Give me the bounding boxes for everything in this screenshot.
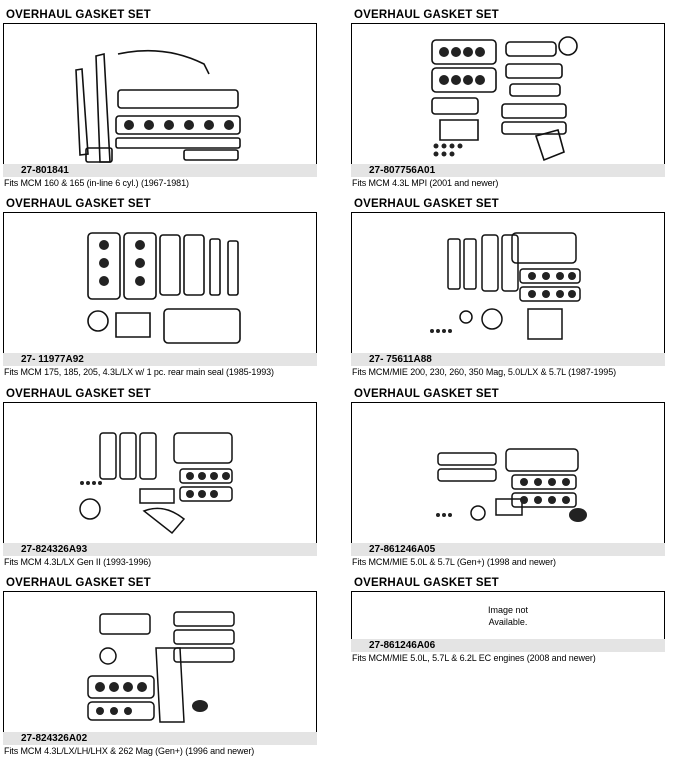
fitment-text: Fits MCM/MIE 5.0L, 5.7L & 6.2L EC engine… <box>352 653 596 663</box>
product-card: OVERHAUL GASKET SET 27-801841 Fits MCM 1… <box>3 7 317 190</box>
fitment-text: Fits MCM 4.3L/LX/LH/LHX & 262 Mag (Gen+)… <box>4 746 255 756</box>
part-number[interactable]: 27-824326A93 <box>3 543 317 556</box>
product-card: OVERHAUL GASKET SET Image not Available.… <box>351 575 665 665</box>
part-number[interactable]: 27-801841 <box>3 164 317 177</box>
part-number[interactable]: 27- 75611A88 <box>351 353 665 366</box>
image-placeholder-text: Image not Available. <box>487 605 529 627</box>
product-card: OVERHAUL GASKET SET 27- 11977A92 Fits MC… <box>3 196 317 379</box>
product-title: OVERHAUL GASKET SET <box>354 198 499 210</box>
gasket-set-image <box>430 232 581 340</box>
product-image-frame[interactable] <box>351 212 665 353</box>
fitment-text: Fits MCM 175, 185, 205, 4.3L/LX w/ 1 pc.… <box>4 367 274 377</box>
product-image-frame[interactable] <box>351 402 665 543</box>
product-title: OVERHAUL GASKET SET <box>6 198 151 210</box>
product-image-frame: Image not Available. <box>351 591 665 639</box>
gasket-set-image <box>79 432 233 535</box>
product-image-frame[interactable] <box>351 23 665 164</box>
part-number[interactable]: 27-824326A02 <box>3 732 317 745</box>
gasket-set-image <box>87 611 235 723</box>
product-card: OVERHAUL GASKET SET 27-824326A93 Fits MC… <box>3 386 317 569</box>
fitment-text: Fits MCM 4.3L MPI (2001 and newer) <box>352 178 499 188</box>
product-image-frame[interactable] <box>3 402 317 543</box>
product-card: OVERHAUL GASKET SET 27-824326A02 Fits MC… <box>3 575 317 758</box>
fitment-text: Fits MCM/MIE 200, 230, 260, 350 Mag, 5.0… <box>352 367 617 377</box>
product-card: OVERHAUL GASKET SET <box>351 7 665 190</box>
product-title: OVERHAUL GASKET SET <box>6 577 151 589</box>
product-title: OVERHAUL GASKET SET <box>6 9 151 21</box>
part-number[interactable]: 27-861246A05 <box>351 543 665 556</box>
part-number[interactable]: 27-807756A01 <box>351 164 665 177</box>
product-title: OVERHAUL GASKET SET <box>354 9 499 21</box>
part-number[interactable]: 27- 11977A92 <box>3 353 317 366</box>
gasket-set-image <box>431 36 578 162</box>
fitment-text: Fits MCM/MIE 5.0L & 5.7L (Gen+) (1998 an… <box>352 557 556 567</box>
product-title: OVERHAUL GASKET SET <box>354 388 499 400</box>
product-image-frame[interactable] <box>3 591 317 732</box>
part-number[interactable]: 27-861246A06 <box>351 639 665 652</box>
product-title: OVERHAUL GASKET SET <box>6 388 151 400</box>
product-card: OVERHAUL GASKET SET 27-861246A05 Fits MC… <box>351 386 665 569</box>
fitment-text: Fits MCM 160 & 165 (in-line 6 cyl.) (196… <box>4 178 189 188</box>
gasket-set-image <box>75 49 241 163</box>
product-title: OVERHAUL GASKET SET <box>354 577 499 589</box>
product-image-frame[interactable] <box>3 23 317 164</box>
fitment-text: Fits MCM 4.3L/LX Gen II (1993-1996) <box>4 557 152 567</box>
gasket-set-image <box>436 448 587 522</box>
product-card: OVERHAUL GASKET SET 27- 75611A88 Fi <box>351 196 665 379</box>
gasket-set-image <box>87 232 241 344</box>
product-image-frame[interactable] <box>3 212 317 353</box>
